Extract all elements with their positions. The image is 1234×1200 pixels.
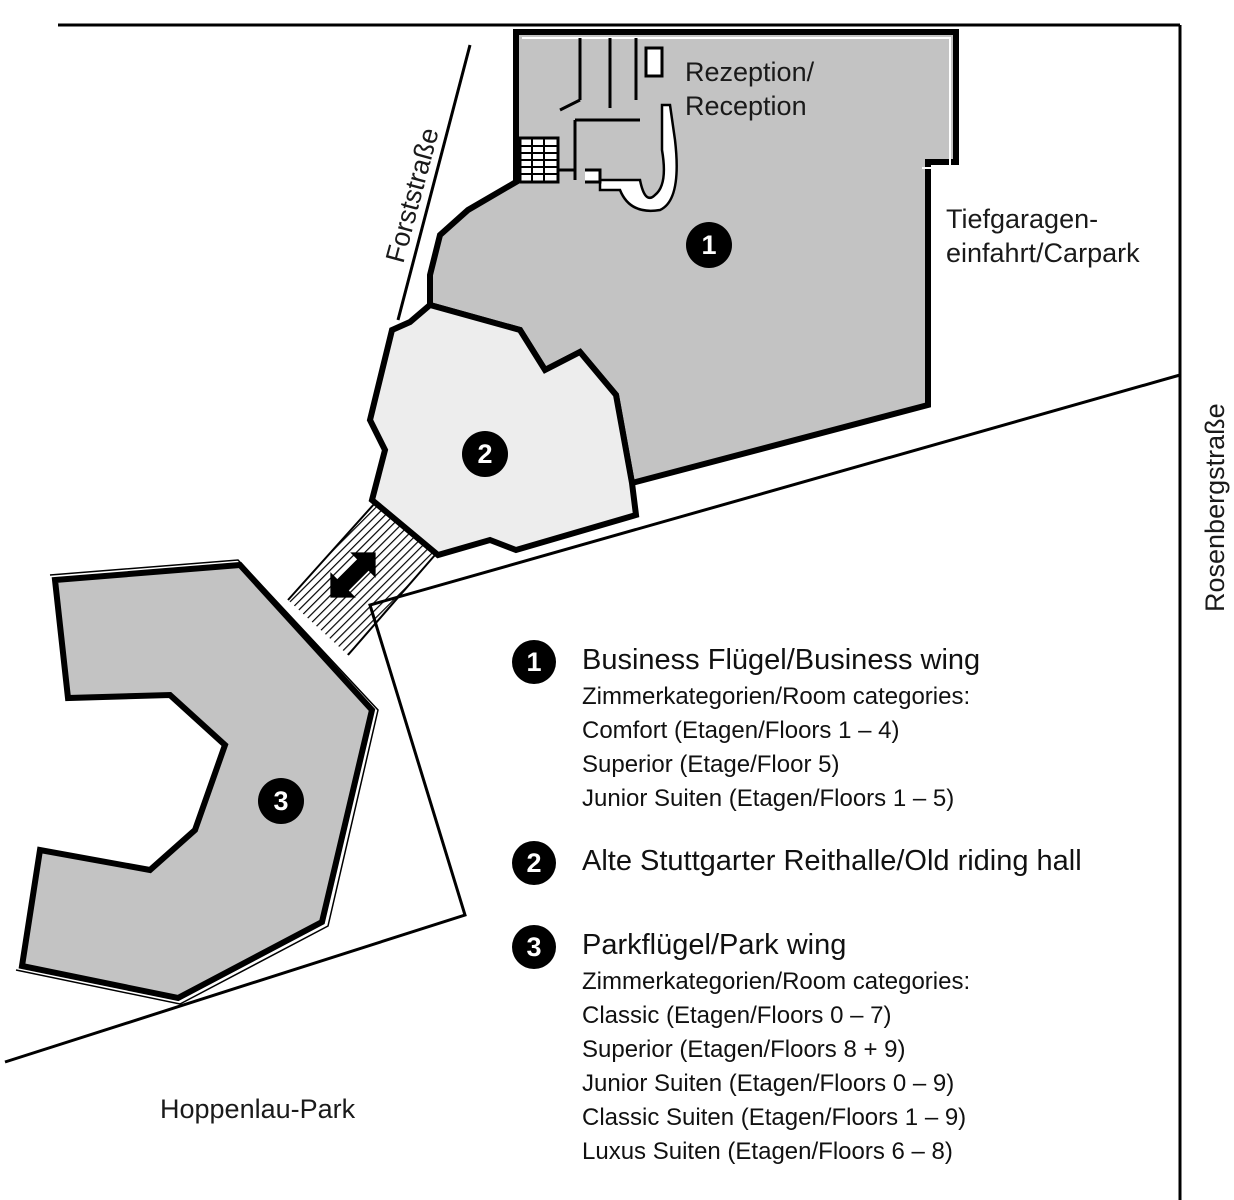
carpark-label-line-2: einfahrt/Carpark — [946, 238, 1140, 268]
building-3-marker: 3 — [258, 778, 304, 824]
legend-badge-2: 2 — [512, 841, 556, 885]
legend-line: Junior Suiten (Etagen/Floors 1 – 5) — [582, 785, 955, 812]
forststrasse-line — [396, 44, 472, 321]
rosenbergstrasse-street-label: Rosenbergstraße — [1200, 403, 1230, 612]
building-1-marker: 1 — [686, 222, 732, 268]
legend-details: Zimmerkategorien/Room categories: Classi… — [582, 965, 970, 1169]
legend-line: Junior Suiten (Etagen/Floors 0 – 9) — [582, 1070, 955, 1097]
reception-interior — [556, 38, 678, 213]
double-arrow-icon — [330, 552, 376, 598]
legend-details: Zimmerkategorien/Room categories: Comfor… — [582, 680, 970, 816]
carpark-label-line-1: Tiefgaragen- — [946, 204, 1099, 234]
street-lines — [4, 23, 1182, 1200]
legend-badge-3: 3 — [512, 925, 556, 969]
legend-title: Business Flügel/Business wing — [582, 644, 981, 676]
park-wing-building — [18, 561, 376, 1002]
stairs — [518, 136, 560, 184]
legend-title: Alte Stuttgarter Reithalle/Old riding ha… — [582, 845, 1082, 877]
park-label: Hoppenlau-Park — [160, 1094, 356, 1124]
legend-line: Luxus Suiten (Etagen/Floors 6 – 8) — [582, 1138, 953, 1165]
connecting-bridge — [288, 503, 435, 655]
riding-hall-building — [366, 301, 640, 559]
legend-line: Comfort (Etagen/Floors 1 – 4) — [582, 717, 900, 744]
legend-badge-1: 1 — [512, 640, 556, 684]
legend-line: Zimmerkategorien/Room categories: — [582, 683, 971, 710]
reception-label-line-1: Rezeption/ — [685, 57, 815, 87]
reception-label: Rezeption/ Reception — [685, 55, 814, 123]
legend-line: Classic (Etagen/Floors 0 – 7) — [582, 1002, 892, 1029]
legend-line: Superior (Etage/Floor 5) — [582, 751, 840, 778]
carpark-label: Tiefgaragen- einfahrt/Carpark — [946, 202, 1140, 270]
rosenbergstrasse-line — [4, 373, 1181, 1064]
legend-line: Zimmerkategorien/Room categories: — [582, 968, 971, 995]
legend-line: Classic Suiten (Etagen/Floors 1 – 9) — [582, 1104, 967, 1131]
legend-line: Superior (Etagen/Floors 8 + 9) — [582, 1036, 906, 1063]
reception-label-line-2: Reception — [685, 91, 807, 121]
building-2-marker: 2 — [462, 431, 508, 477]
legend-title: Parkflügel/Park wing — [582, 929, 847, 961]
